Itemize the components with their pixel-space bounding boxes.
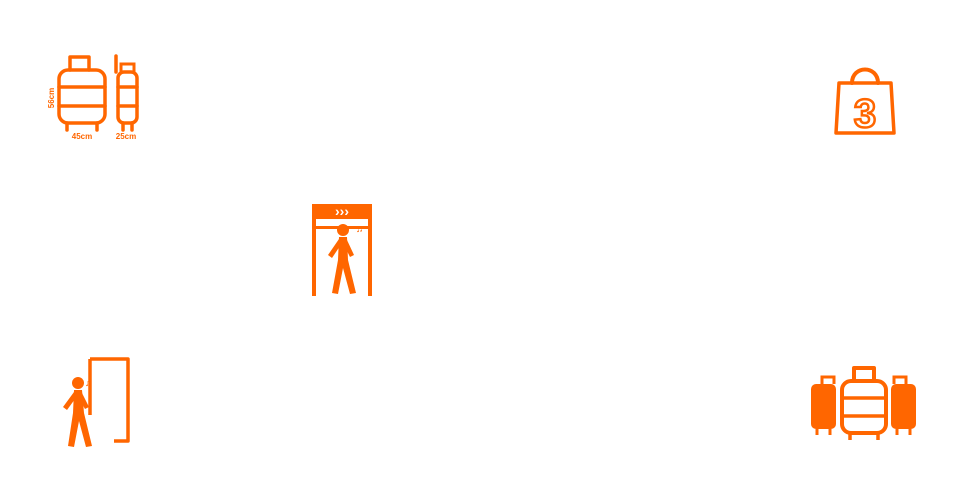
cabin-bag-dimensions-icon: 56cm 45cm 25cm: [47, 54, 139, 141]
depth-label: 25cm: [116, 132, 136, 141]
scanner-music-note: ♫: [356, 224, 364, 235]
three-shopping-bag-icon: 3: [834, 67, 896, 137]
width-label: 45cm: [72, 132, 92, 141]
security-scanner-walkthrough-icon: ››› ♫: [312, 203, 372, 296]
height-label: 56cm: [47, 88, 56, 108]
three-logo-glyph: 3: [854, 92, 876, 136]
scanner-arrows: ›››: [335, 203, 349, 219]
door-music-note: ♫: [85, 378, 93, 389]
multiple-luggage-icon: [811, 366, 916, 440]
person-door-exit-icon: ♫: [63, 357, 130, 447]
